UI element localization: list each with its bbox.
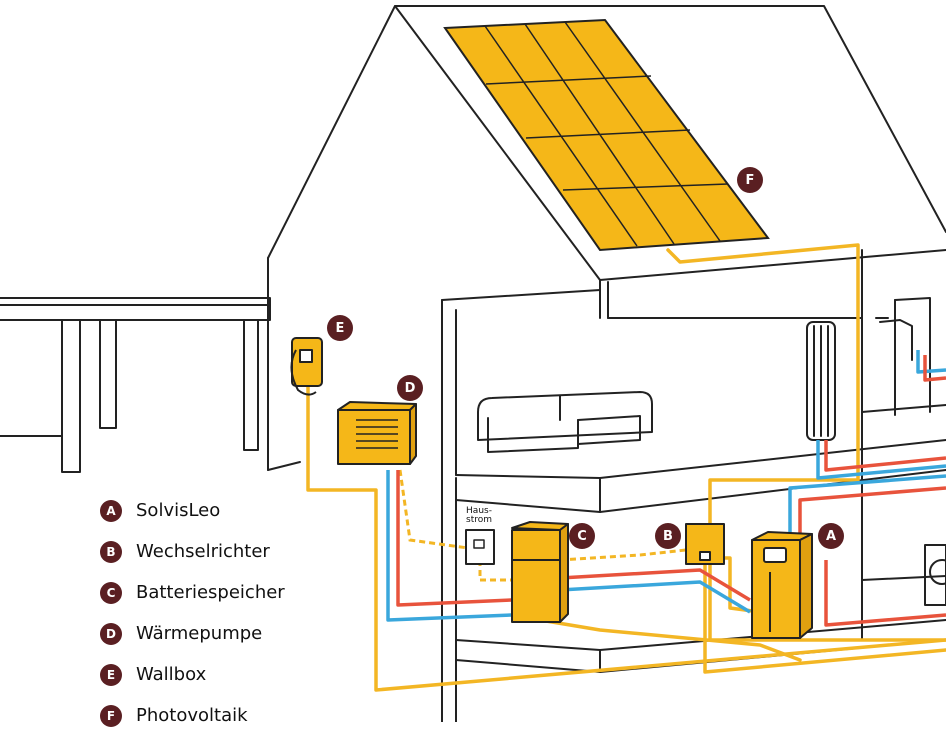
legend-badge: E xyxy=(100,663,122,686)
legend-badge: D xyxy=(100,622,122,645)
legend-label: Wärmepumpe xyxy=(136,623,263,644)
legend-item-d: D Wärmepumpe xyxy=(100,613,360,654)
house-power-label-line1: Haus- xyxy=(466,506,492,516)
battery-storage xyxy=(511,521,569,623)
inverter xyxy=(685,523,725,565)
wallbox xyxy=(290,337,323,396)
solar-panel-array xyxy=(443,18,770,252)
legend-label: Photovoltaik xyxy=(136,705,248,726)
legend-item-c: C Batteriespeicher xyxy=(100,572,360,613)
house-meter xyxy=(465,529,495,565)
marker-d: D xyxy=(397,375,423,401)
legend-item-f: F Photovoltaik xyxy=(100,695,360,736)
marker-e: E xyxy=(327,315,353,341)
house-power-label-line2: strom xyxy=(466,515,492,525)
heat-pump xyxy=(337,401,417,465)
legend-badge: A xyxy=(100,499,122,522)
legend-label: SolvisLeo xyxy=(136,500,221,521)
marker-c: C xyxy=(569,523,595,549)
marker-f: F xyxy=(737,167,763,193)
legend-label: Batteriespeicher xyxy=(136,582,285,603)
solvisleo-unit xyxy=(751,531,813,639)
legend: A SolvisLeo B Wechselrichter C Batteries… xyxy=(100,490,360,736)
marker-a: A xyxy=(818,523,844,549)
legend-item-e: E Wallbox xyxy=(100,654,360,695)
legend-badge: C xyxy=(100,581,122,604)
marker-b: B xyxy=(655,523,681,549)
legend-item-b: B Wechselrichter xyxy=(100,531,360,572)
carport xyxy=(0,297,271,473)
legend-item-a: A SolvisLeo xyxy=(100,490,360,531)
legend-badge: F xyxy=(100,704,122,727)
legend-label: Wallbox xyxy=(136,664,207,685)
house-power-label: Haus- strom xyxy=(462,507,496,525)
legend-label: Wechselrichter xyxy=(136,541,270,562)
legend-badge: B xyxy=(100,540,122,563)
